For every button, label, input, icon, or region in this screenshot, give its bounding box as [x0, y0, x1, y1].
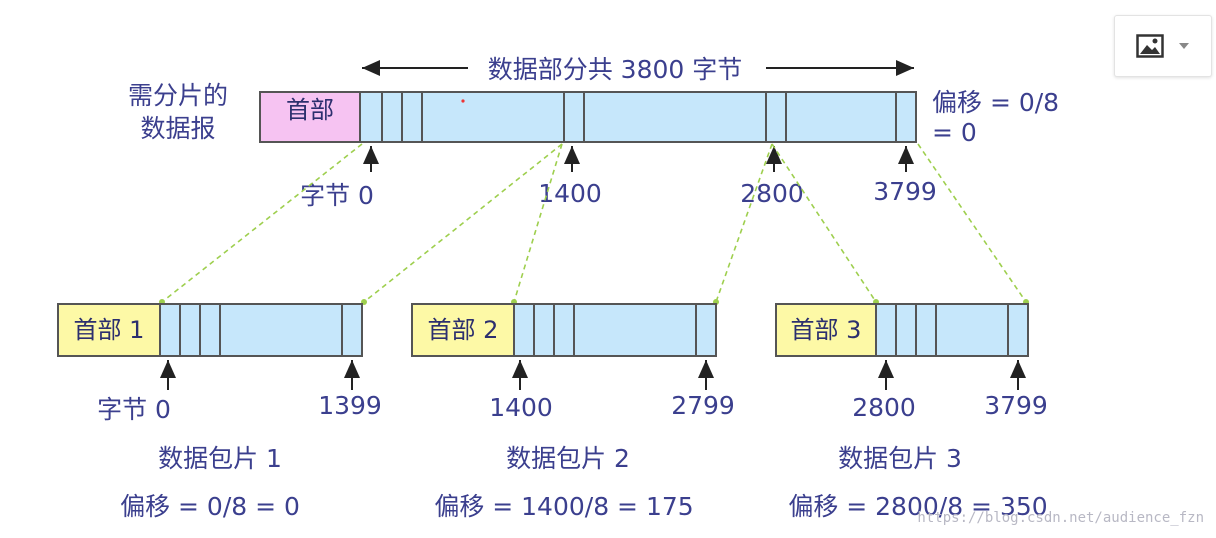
- fragment-1-header-block: [57, 303, 161, 357]
- fragment-2: 首部 2: [411, 303, 717, 357]
- data-length-label: 数据部分共 3800 字节: [488, 55, 743, 84]
- fragment-1: 首部 1: [57, 303, 363, 357]
- fragment-3: 首部 3: [775, 303, 1029, 357]
- top-tick-1400: 1400: [538, 179, 602, 208]
- original-offset-line2: = 0: [932, 118, 977, 147]
- datagram-label-line2: 数据报: [140, 114, 215, 143]
- original-header-label: 首部: [286, 96, 334, 124]
- fragment-1-start-label: 字节 0: [97, 395, 171, 424]
- original-datagram: 首部: [259, 91, 917, 143]
- fragment-2-name: 数据包片 2: [506, 444, 630, 473]
- fragment-2-data-block: [513, 303, 717, 357]
- fragment-1-end-label: 1399: [318, 391, 382, 420]
- fragment-1-name: 数据包片 1: [158, 444, 282, 473]
- fragment-2-start-label: 1400: [489, 393, 553, 422]
- red-dot: [461, 99, 465, 103]
- image-options-menu[interactable]: [1114, 15, 1212, 77]
- image-icon[interactable]: [1136, 34, 1164, 58]
- chevron-down-icon[interactable]: [1178, 42, 1190, 50]
- fragment-2-offset: 偏移 = 1400/8 = 175: [434, 492, 693, 521]
- top-tick-3799: 3799: [873, 177, 937, 206]
- fragment-1-offset: 偏移 = 0/8 = 0: [120, 492, 300, 521]
- fragment-2-end-label: 2799: [671, 391, 735, 420]
- fragment-3-header-block: [775, 303, 877, 357]
- original-offset-line1: 偏移 = 0/8: [932, 88, 1059, 117]
- top-tick-0: 字节 0: [300, 181, 374, 210]
- fragment-3-end-label: 3799: [984, 391, 1048, 420]
- fragment-3-header-label: 首部 3: [791, 316, 862, 344]
- top-tick-2800: 2800: [740, 179, 804, 208]
- fragment-1-data-block: [159, 303, 363, 357]
- fragment-3-data-block: [875, 303, 1029, 357]
- fragment-1-header-label: 首部 1: [74, 316, 145, 344]
- fragment-2-header-label: 首部 2: [428, 316, 499, 344]
- fragment-3-name: 数据包片 3: [838, 444, 962, 473]
- fragment-3-start-label: 2800: [852, 393, 916, 422]
- guide-lines: [161, 143, 1027, 303]
- fragment-3-offset: 偏移 = 2800/8 = 350: [788, 492, 1047, 521]
- datagram-label-line1: 需分片的: [128, 81, 228, 110]
- watermark: https://blog.csdn.net/audience_fzn: [917, 510, 1204, 526]
- original-data-block: [359, 91, 917, 143]
